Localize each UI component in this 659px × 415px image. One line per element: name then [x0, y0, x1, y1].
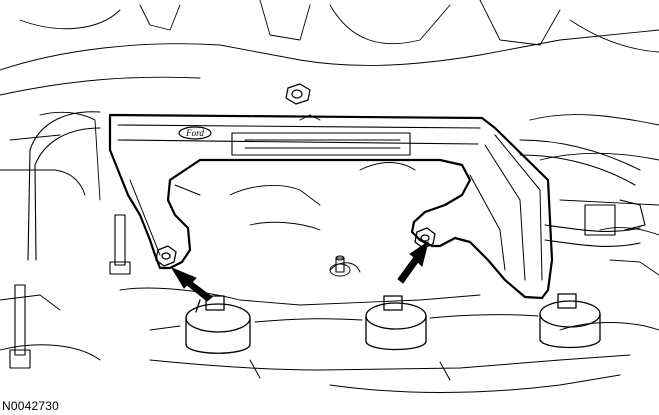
arrow-icon [170, 266, 213, 302]
right-fastener [414, 227, 436, 249]
left-hoses [9, 111, 131, 369]
arrow-icon [397, 240, 429, 284]
figure-id-label: N0042730 [2, 399, 59, 413]
background-engine-detail [0, 0, 659, 361]
right-hoses [519, 139, 646, 247]
ford-logo-text: Ford [185, 128, 204, 138]
ignition-coils [185, 293, 601, 354]
ignition-coil-middle [365, 295, 427, 351]
ford-logo: Ford [178, 126, 212, 140]
left-fastener [155, 245, 177, 267]
center-stud [335, 255, 345, 273]
top-bolt [285, 83, 311, 105]
arrow-left-fastener [170, 266, 213, 302]
ignition-coil-right [539, 293, 601, 349]
valve-cover [149, 314, 631, 393]
arrow-right-fastener [397, 240, 429, 284]
ignition-coil-left [185, 295, 251, 354]
